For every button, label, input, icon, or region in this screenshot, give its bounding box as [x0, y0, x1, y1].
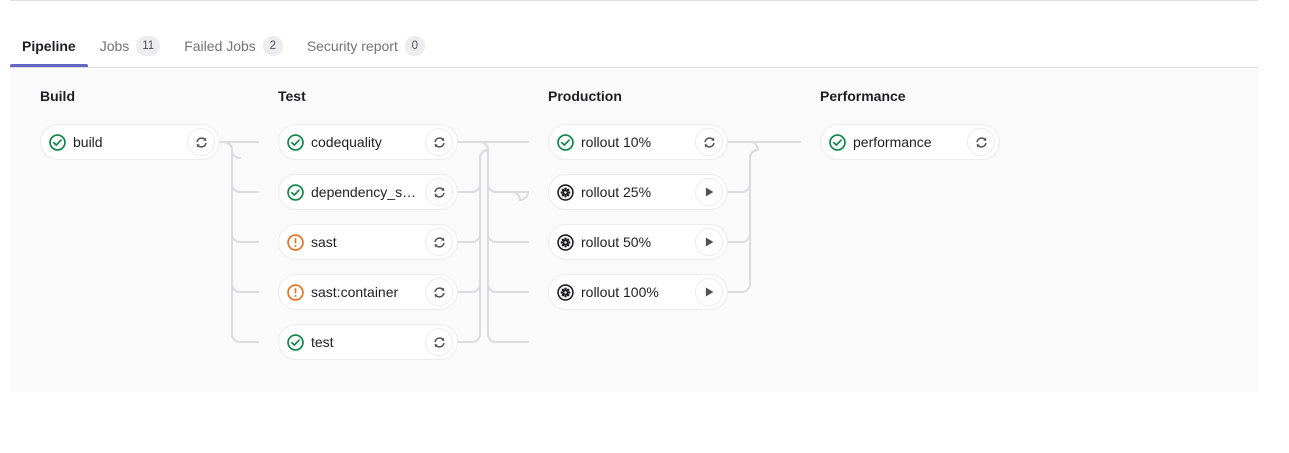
retry-button[interactable] — [695, 128, 723, 156]
tab-count-badge: 0 — [404, 35, 425, 56]
status-warning-icon — [287, 283, 304, 301]
job-status-icon — [557, 183, 574, 201]
job-status-icon — [49, 133, 66, 151]
job-name: sast:container — [311, 284, 399, 300]
job-status-icon — [557, 133, 574, 151]
stage-title: Production — [548, 88, 622, 104]
tab-label: Failed Jobs — [184, 37, 256, 54]
job-card[interactable]: rollout 10% — [548, 124, 728, 160]
job-card[interactable]: rollout 100% — [548, 274, 728, 310]
retry-icon — [433, 136, 445, 148]
status-success-icon — [829, 133, 846, 151]
retry-button[interactable] — [425, 178, 453, 206]
job-name: performance — [853, 134, 932, 150]
retry-icon — [433, 336, 445, 348]
job-name: rollout 100% — [581, 284, 659, 300]
tab-count-badge: 2 — [262, 35, 283, 56]
retry-icon — [975, 136, 987, 148]
pipeline-graph-panel: Build build Test codequality dependency_s…sa… — [10, 69, 1258, 392]
retry-icon — [433, 286, 445, 298]
retry-button[interactable] — [425, 128, 453, 156]
job-card[interactable]: dependency_s… — [278, 174, 458, 210]
stage-job-list: rollout 10% rollout 25% rollout 50% rollout… — [548, 124, 728, 310]
stage-title: Performance — [820, 88, 906, 104]
job-name: rollout 25% — [581, 184, 652, 200]
job-status-icon — [287, 283, 304, 301]
stage-title: Build — [40, 88, 75, 104]
status-manual-icon — [557, 183, 574, 201]
job-status-icon — [829, 133, 846, 151]
retry-button[interactable] — [425, 228, 453, 256]
retry-icon — [433, 236, 445, 248]
job-card[interactable]: performance — [820, 124, 1000, 160]
job-name: test — [311, 334, 334, 350]
status-success-icon — [49, 133, 66, 151]
job-name: codequality — [311, 134, 382, 150]
retry-icon — [195, 136, 207, 148]
job-name: dependency_s… — [311, 184, 417, 200]
retry-button[interactable] — [187, 128, 215, 156]
pipeline-graph: Build build Test codequality dependency_s…sa… — [10, 69, 1258, 392]
job-name: rollout 50% — [581, 234, 652, 250]
stage-job-list: codequality dependency_s…sast sast:contain… — [278, 124, 458, 360]
job-card[interactable]: sast — [278, 224, 458, 260]
job-card[interactable]: sast:container — [278, 274, 458, 310]
job-status-icon — [287, 233, 304, 251]
status-success-icon — [287, 133, 304, 151]
job-name: sast — [311, 234, 337, 250]
job-card[interactable]: rollout 25% — [548, 174, 728, 210]
status-success-icon — [287, 333, 304, 351]
status-manual-icon — [557, 283, 574, 301]
status-success-icon — [287, 183, 304, 201]
tab-bar: Pipeline Jobs 11 Failed Jobs 2 Security repor… — [10, 24, 1258, 68]
tab-label: Security report — [306, 37, 398, 54]
tab-jobs[interactable]: Jobs 11 — [88, 24, 173, 67]
tab-security-report[interactable]: Security report 0 — [295, 24, 437, 67]
stage-job-list: build — [40, 124, 220, 160]
retry-button[interactable] — [425, 328, 453, 356]
play-button[interactable] — [695, 278, 723, 306]
job-status-icon — [557, 283, 574, 301]
tab-label: Jobs — [99, 37, 130, 54]
tab-pipeline[interactable]: Pipeline — [10, 24, 88, 67]
stage-title: Test — [278, 88, 306, 104]
status-manual-icon — [557, 233, 574, 251]
play-icon — [705, 187, 714, 197]
play-icon — [705, 287, 714, 297]
tab-failed-jobs[interactable]: Failed Jobs 2 — [172, 24, 295, 67]
top-divider — [10, 0, 1258, 1]
tab-label: Pipeline — [22, 37, 76, 54]
job-card[interactable]: build — [40, 124, 220, 160]
play-icon — [705, 237, 714, 247]
tab-count-badge: 11 — [136, 35, 161, 56]
job-status-icon — [557, 233, 574, 251]
play-button[interactable] — [695, 178, 723, 206]
job-name: rollout 10% — [581, 134, 652, 150]
retry-button[interactable] — [967, 128, 995, 156]
retry-icon — [703, 136, 715, 148]
job-status-icon — [287, 183, 304, 201]
job-name: build — [73, 134, 103, 150]
job-card[interactable]: codequality — [278, 124, 458, 160]
job-status-icon — [287, 333, 304, 351]
stage-job-list: performance — [820, 124, 1000, 160]
retry-icon — [433, 186, 445, 198]
status-warning-icon — [287, 233, 304, 251]
job-status-icon — [287, 133, 304, 151]
play-button[interactable] — [695, 228, 723, 256]
job-card[interactable]: rollout 50% — [548, 224, 728, 260]
job-card[interactable]: test — [278, 324, 458, 360]
retry-button[interactable] — [425, 278, 453, 306]
status-success-icon — [557, 133, 574, 151]
